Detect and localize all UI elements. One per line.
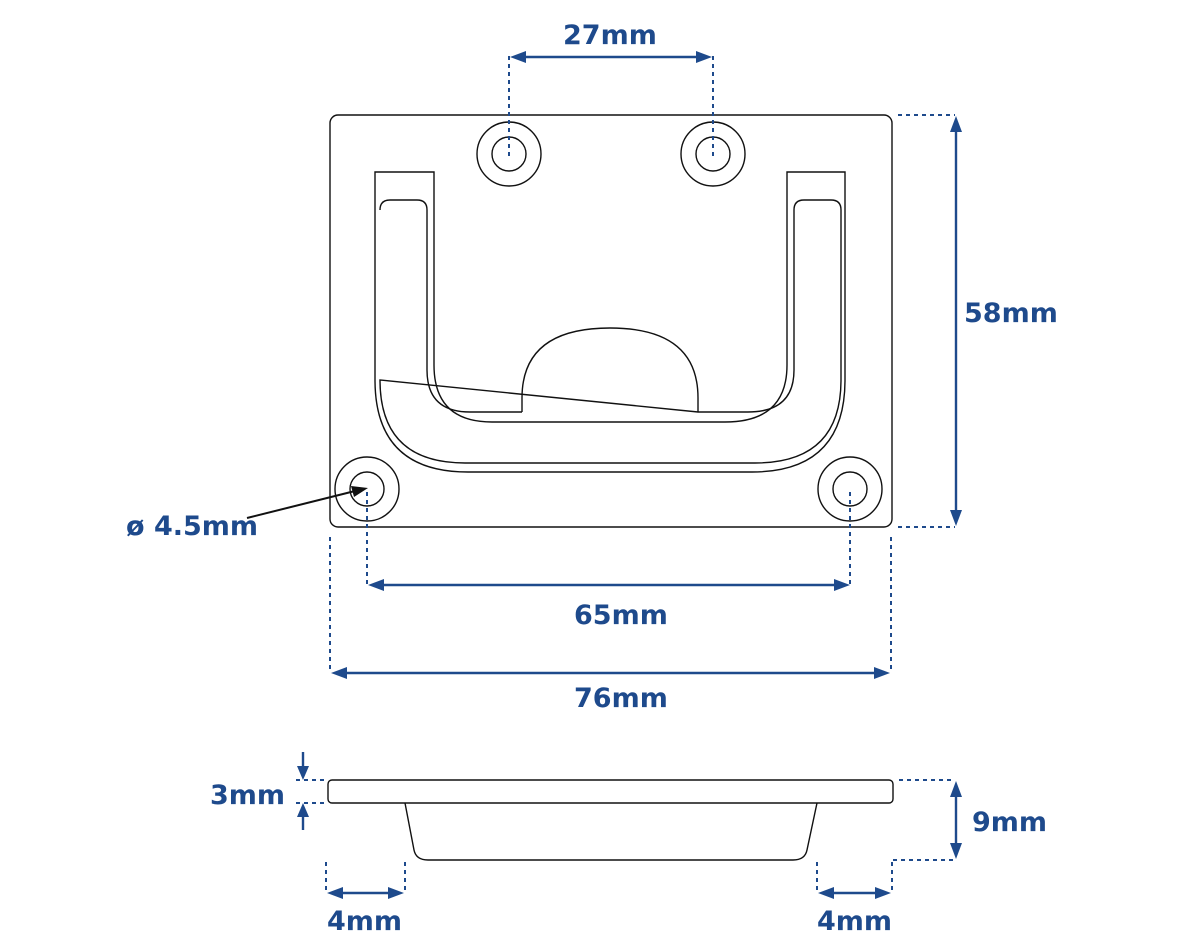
top-view-dimensions [329, 51, 962, 679]
mounting-hole-bottom-left [334, 456, 400, 522]
dim-label-plate-thickness: 3mm [210, 780, 286, 811]
dim-label-hole-spacing-top: 27mm [563, 20, 657, 51]
dim-label-hole-diameter: ø 4.5mm [126, 511, 259, 542]
plate-outline [329, 114, 893, 528]
hole-diameter-leader [246, 486, 368, 519]
side-flange [327, 779, 894, 804]
side-view [327, 779, 894, 861]
dim-label-left-offset: 4mm [327, 906, 403, 937]
dim-label-right-offset: 4mm [817, 906, 893, 937]
dim-label-hole-spacing-bottom: 65mm [574, 600, 668, 631]
dim-label-total-depth: 9mm [972, 807, 1048, 838]
dim-label-plate-width: 76mm [574, 683, 668, 714]
mounting-hole-bottom-right [817, 456, 883, 522]
side-view-dimensions [296, 752, 962, 899]
side-recess-body [404, 802, 818, 861]
top-view [329, 114, 893, 528]
handle-recess [374, 171, 846, 473]
dim-label-plate-height: 58mm [964, 298, 1058, 329]
